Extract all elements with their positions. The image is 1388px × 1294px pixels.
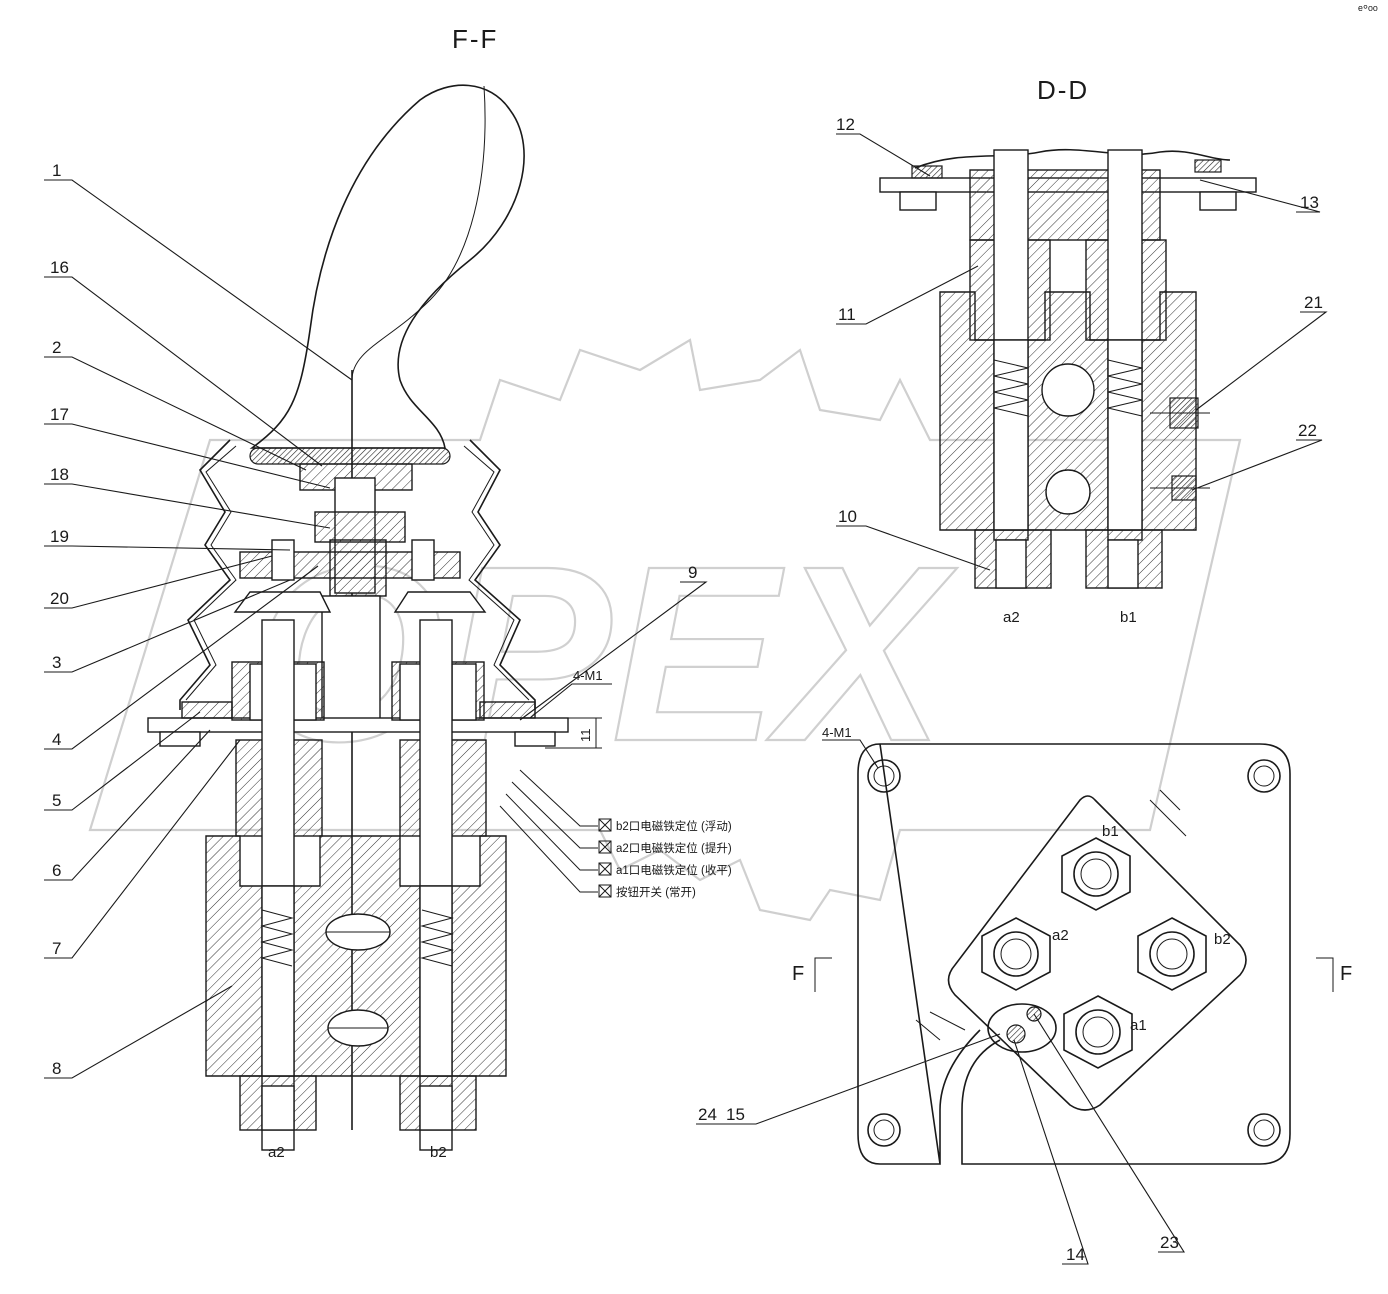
legend-item-1: a2口电磁铁定位 (提升) — [598, 840, 732, 855]
callout-6: 6 — [52, 861, 61, 880]
callout-20: 20 — [50, 589, 69, 608]
callout-2: 2 — [52, 338, 61, 357]
callout-16: 16 — [50, 258, 69, 277]
ff-port-right: b2 — [430, 1144, 447, 1161]
callout-12: 12 — [836, 115, 855, 134]
callout-24: 24 — [698, 1105, 717, 1124]
dd-port-right: b1 — [1120, 609, 1137, 626]
legend-item-3: 按钮开关 (常开) — [598, 884, 696, 899]
callout-22: 22 — [1298, 421, 1317, 440]
plan-port-a1: a1 — [1130, 1017, 1147, 1034]
dd-port-left: a2 — [1003, 609, 1020, 626]
callout-5: 5 — [52, 791, 61, 810]
port-a2-nut — [981, 917, 1051, 991]
callout-1: 1 — [52, 161, 61, 180]
plan-port-b1: b1 — [1102, 823, 1119, 840]
section-ff-title: F-F — [452, 24, 498, 54]
callout-14: 14 — [1066, 1245, 1085, 1264]
callout-8: 8 — [52, 1059, 61, 1078]
callout-23: 23 — [1160, 1233, 1179, 1252]
section-mark-left: F — [792, 963, 806, 985]
callout-4: 4 — [52, 730, 61, 749]
section-ff-view: 11 4-M1 a2 b2 — [147, 84, 612, 1161]
callout-3: 3 — [52, 653, 61, 672]
dimension-value: 11 — [578, 729, 593, 743]
legend-item-2: a1口电磁铁定位 (收平) — [598, 862, 732, 877]
callout-7: 7 — [52, 939, 61, 958]
callout-labels: 1 2 3 4 5 6 7 8 9 10 11 12 13 14 15 16 1… — [50, 115, 1323, 1264]
legend-item-0: b2口电磁铁定位 (浮动) — [598, 818, 732, 833]
mount-label-plan: 4-M1 — [822, 725, 852, 740]
corner-mark: ᵉ°ᵒᵒ — [1358, 2, 1378, 17]
callout-leaders — [44, 133, 1328, 1265]
legend-text: a1口电磁铁定位 (收平) — [616, 863, 732, 877]
legend-text: a2口电磁铁定位 (提升) — [616, 841, 732, 855]
section-dd-title: D-D — [1037, 75, 1089, 105]
callout-9: 9 — [688, 563, 697, 582]
callout-13: 13 — [1300, 193, 1319, 212]
port-a1-nut — [1063, 995, 1133, 1069]
callout-21: 21 — [1304, 293, 1323, 312]
section-dd-view: a2 b1 — [879, 148, 1257, 626]
legend-text: b2口电磁铁定位 (浮动) — [616, 819, 732, 833]
callout-11: 11 — [838, 305, 856, 324]
port-b2-nut — [1137, 917, 1207, 991]
section-mark-right: F — [1340, 963, 1354, 985]
legend-text: 按钮开关 (常开) — [616, 885, 696, 899]
ff-port-left: a2 — [268, 1144, 285, 1161]
plan-port-b2: b2 — [1214, 931, 1231, 948]
callout-18: 18 — [50, 465, 69, 484]
callout-15: 15 — [726, 1105, 745, 1124]
wiring-legend: b2口电磁铁定位 (浮动) a2口电磁铁定位 (提升) a1口电磁铁定位 (收平… — [499, 769, 732, 899]
callout-17: 17 — [50, 405, 69, 424]
callout-19: 19 — [50, 527, 69, 546]
plan-view: b1 a2 b2 a1 4-M1 F F — [792, 725, 1354, 1165]
mount-label-ff: 4-M1 — [573, 668, 603, 683]
port-b1-nut — [1061, 837, 1131, 911]
plan-port-a2: a2 — [1052, 927, 1069, 944]
callout-10: 10 — [838, 507, 857, 526]
